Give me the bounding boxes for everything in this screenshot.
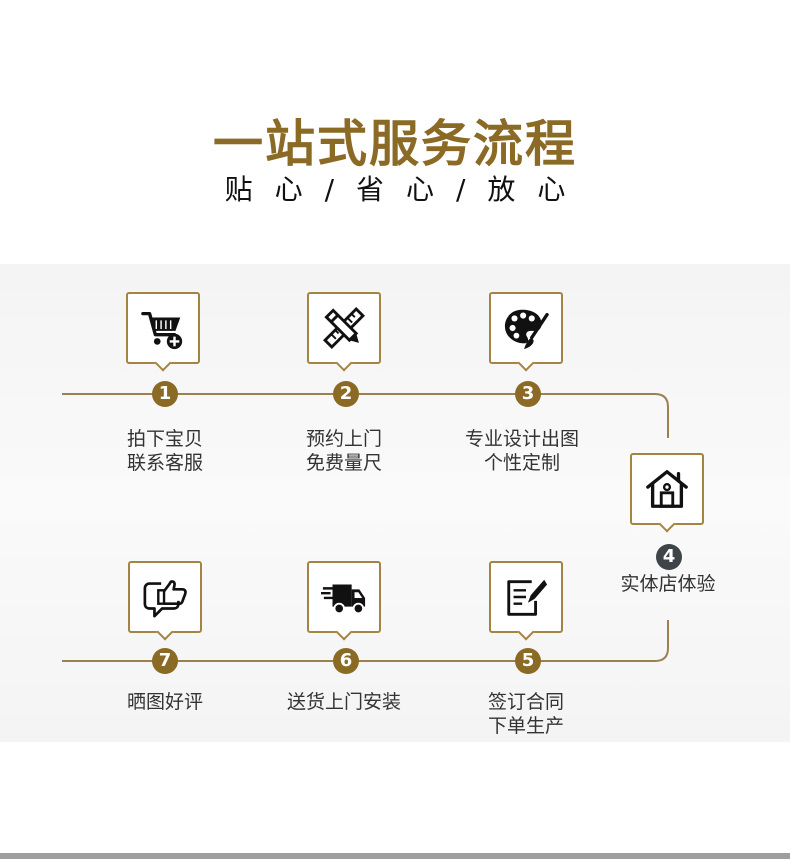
step-7-icon-box	[128, 561, 202, 633]
step-1-icon-box	[126, 292, 200, 364]
step-3-label-line1: 专业设计出图	[464, 428, 579, 450]
step-3-label: 专业设计出图 个性定制	[432, 427, 612, 475]
step-2-icon-box	[307, 292, 381, 364]
step-6-icon-box	[307, 561, 381, 633]
step-4-label-line1: 实体店体验	[620, 573, 716, 595]
ruler-pencil-icon	[322, 306, 366, 350]
thumbs-up-chat-icon	[143, 580, 187, 618]
step-5-icon-box	[489, 561, 563, 633]
contract-sign-icon	[507, 579, 548, 616]
step-5-label: 签订合同 下单生产	[436, 690, 616, 738]
page-title: 一站式服务流程	[213, 115, 577, 173]
step-6-label-line1: 送货上门安装	[286, 691, 401, 713]
step-2-label: 预约上门 免费量尺	[254, 427, 434, 475]
step-5-label-line2: 下单生产	[487, 715, 564, 737]
step-6-number: 6	[333, 648, 359, 674]
page-subtitle: 贴心/省心/放心	[224, 173, 588, 206]
palette-brush-icon	[504, 309, 549, 350]
bottom-divider	[0, 853, 790, 859]
step-7-number: 7	[152, 648, 178, 674]
house-store-icon	[646, 470, 688, 508]
step-5-label-line1: 签订合同	[487, 691, 564, 713]
shopping-cart-add-icon	[141, 311, 183, 350]
step-5-number: 5	[515, 648, 541, 674]
delivery-truck-icon	[321, 584, 366, 615]
step-7-label: 晒图好评	[75, 690, 255, 714]
step-2-label-line1: 预约上门	[305, 428, 382, 450]
step-2-number: 2	[333, 381, 359, 407]
step-3-label-line2: 个性定制	[483, 452, 560, 474]
step-1-label: 拍下宝贝 联系客服	[75, 427, 255, 475]
step-6-label: 送货上门安装	[254, 690, 434, 714]
step-3-number: 3	[515, 381, 541, 407]
step-1-label-line2: 联系客服	[126, 452, 203, 474]
step-4-icon-box	[630, 453, 704, 525]
step-3-icon-box	[489, 292, 563, 364]
step-1-number: 1	[152, 381, 178, 407]
step-2-label-line2: 免费量尺	[305, 452, 382, 474]
step-4-label: 实体店体验	[578, 572, 758, 596]
step-4-number: 4	[656, 544, 682, 570]
step-7-label-line1: 晒图好评	[126, 691, 203, 713]
step-1-label-line1: 拍下宝贝	[126, 428, 203, 450]
